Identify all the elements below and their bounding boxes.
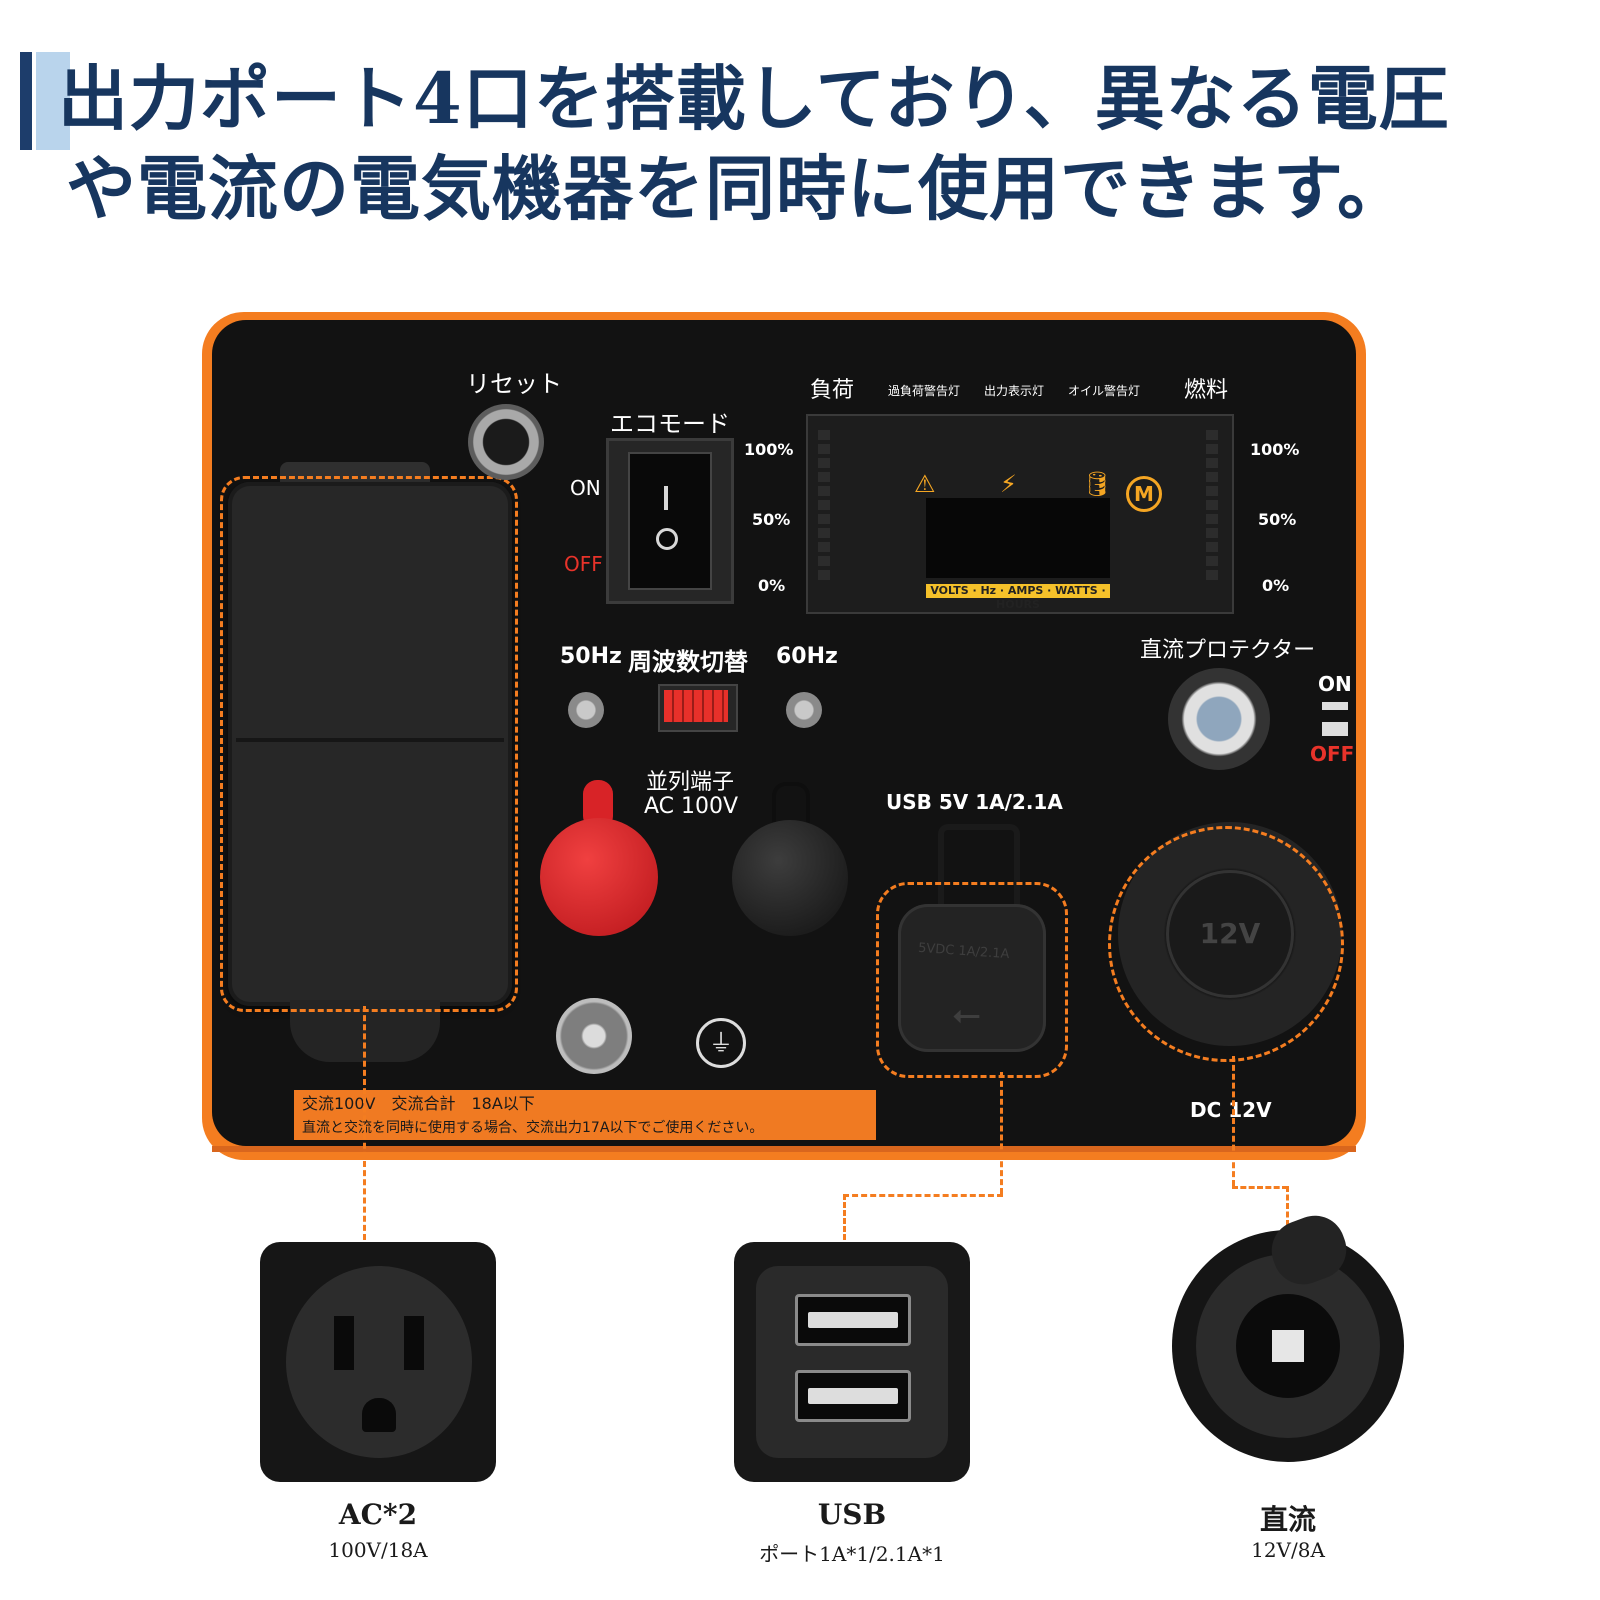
headline-accent-bar xyxy=(20,52,32,150)
usb-cover-strap xyxy=(938,824,1020,920)
usb-connector-line-b xyxy=(843,1194,1003,1197)
screw-icon xyxy=(786,692,822,728)
fuel-label: 燃料 xyxy=(1184,378,1229,403)
dc-protector-button[interactable] xyxy=(1168,668,1270,770)
dc-protector-label: 直流プロテクター xyxy=(1140,638,1316,663)
freq-60hz-label: 60Hz xyxy=(776,644,838,669)
fuel-100-label: 100% xyxy=(1250,440,1300,459)
headline-accent-bar-light xyxy=(36,52,70,150)
ac-caption-title: AC*2 xyxy=(338,1498,418,1531)
headline-line-1: 出力ポート4口を搭載しており、異なる電圧 xyxy=(58,57,1450,140)
reset-button[interactable] xyxy=(468,404,544,480)
load-label: 負荷 xyxy=(810,378,855,403)
oil-lamp-label: オイル警告灯 xyxy=(1068,384,1141,398)
usb-connector-line-c xyxy=(843,1194,846,1240)
usb-symbol-icon: ⭠ xyxy=(952,994,981,1035)
freq-50hz-label: 50Hz xyxy=(560,644,622,669)
parallel-terminal-black-cap[interactable] xyxy=(732,820,848,936)
ac-outlet-cover[interactable] xyxy=(228,482,512,1006)
ac-ground-hole xyxy=(362,1398,396,1432)
output-lightning-icon: ⚡ xyxy=(1000,470,1017,498)
eco-off-label: OFF xyxy=(564,552,603,576)
fuel-meter-bars xyxy=(1206,430,1218,584)
parallel-terminal-red-cap[interactable] xyxy=(540,818,658,936)
freq-switch-label: 周波数切替 xyxy=(628,648,748,676)
ac-highlight-outline xyxy=(220,476,518,1012)
output-lamp-label: 出力表示灯 xyxy=(984,384,1045,398)
fuel-0-label: 0% xyxy=(1262,576,1290,595)
load-meter-bars xyxy=(818,430,830,584)
warning-line-1: 交流100V 交流合計 18A以下 xyxy=(302,1094,535,1113)
dc-caption-sub: 12V/8A xyxy=(1251,1538,1325,1562)
warning-line-2: 直流と交流を同時に使用する場合、交流出力17A以下でご使用ください。 xyxy=(302,1120,764,1136)
usb-spec-label: USB 5V 1A/2.1A xyxy=(886,790,1063,814)
eco-mode-label: エコモード xyxy=(610,410,730,438)
warning-label: 交流100V 交流合計 18A以下 直流と交流を同時に使用する場合、交流出力17… xyxy=(294,1090,876,1140)
oil-can-icon: 🛢 xyxy=(1082,470,1113,498)
fuel-50-label: 50% xyxy=(1258,510,1297,529)
eco-mode-switch[interactable] xyxy=(628,452,712,590)
dc-12v-label: DC 12V xyxy=(1190,1098,1272,1122)
ground-icon: ⏚ xyxy=(696,1018,746,1068)
usb-connector-line-a xyxy=(1000,1072,1003,1194)
dc-connector-line-b xyxy=(1232,1186,1288,1189)
ac-connector-line xyxy=(363,1006,366,1240)
dc-highlight-outline xyxy=(1108,826,1344,1062)
ac-caption-sub: 100V/18A xyxy=(328,1538,428,1562)
screw-icon xyxy=(568,692,604,728)
panel-bottom-edge xyxy=(212,1146,1356,1152)
digital-display-screen xyxy=(926,498,1110,578)
load-0-label: 0% xyxy=(758,576,786,595)
ac-slot-right xyxy=(404,1316,424,1370)
ground-terminal-nut[interactable] xyxy=(556,998,632,1074)
frequency-switch[interactable] xyxy=(664,690,728,722)
usb-port-cover[interactable] xyxy=(898,904,1046,1052)
overload-warning-icon: ⚠ xyxy=(914,470,936,498)
dc-protector-off-label: OFF xyxy=(1310,742,1355,766)
usb-caption-title: USB xyxy=(817,1498,887,1531)
protector-on-mark-icon xyxy=(1322,702,1348,710)
eco-on-label: ON xyxy=(570,476,601,500)
load-100-label: 100% xyxy=(744,440,794,459)
dc-caption-title: 直流 xyxy=(1259,1503,1316,1536)
load-50-label: 50% xyxy=(752,510,791,529)
maintenance-m-icon: M xyxy=(1126,476,1162,512)
switch-off-mark-icon xyxy=(656,528,678,550)
ac-slot-left xyxy=(334,1316,354,1370)
protector-off-mark-icon xyxy=(1322,722,1348,736)
dc-connector-line-a xyxy=(1232,1056,1235,1186)
usb-highlight-outline xyxy=(876,882,1068,1078)
headline-line-2: や電流の電気機器を同時に使用できます。 xyxy=(66,147,1408,230)
reset-label: リセット xyxy=(466,370,562,398)
dc-connector-line-c xyxy=(1286,1186,1289,1226)
display-units-strip: VOLTS · Hz · AMPS · WATTS · HOURS xyxy=(926,584,1110,611)
parallel-ac-label: AC 100V xyxy=(644,794,739,819)
usb-caption-sub: ポート1A*1/2.1A*1 xyxy=(759,1542,945,1566)
ac-cover-divider xyxy=(236,738,504,742)
switch-on-mark-icon xyxy=(664,486,668,510)
parallel-terminal-label: 並列端子 xyxy=(646,770,735,795)
usb-port-1-tongue xyxy=(808,1312,898,1328)
dc-protector-on-label: ON xyxy=(1318,672,1352,696)
usb-port-2-tongue xyxy=(808,1388,898,1404)
overload-lamp-label: 過負荷警告灯 xyxy=(888,384,961,398)
dc-socket-pin xyxy=(1272,1330,1304,1362)
